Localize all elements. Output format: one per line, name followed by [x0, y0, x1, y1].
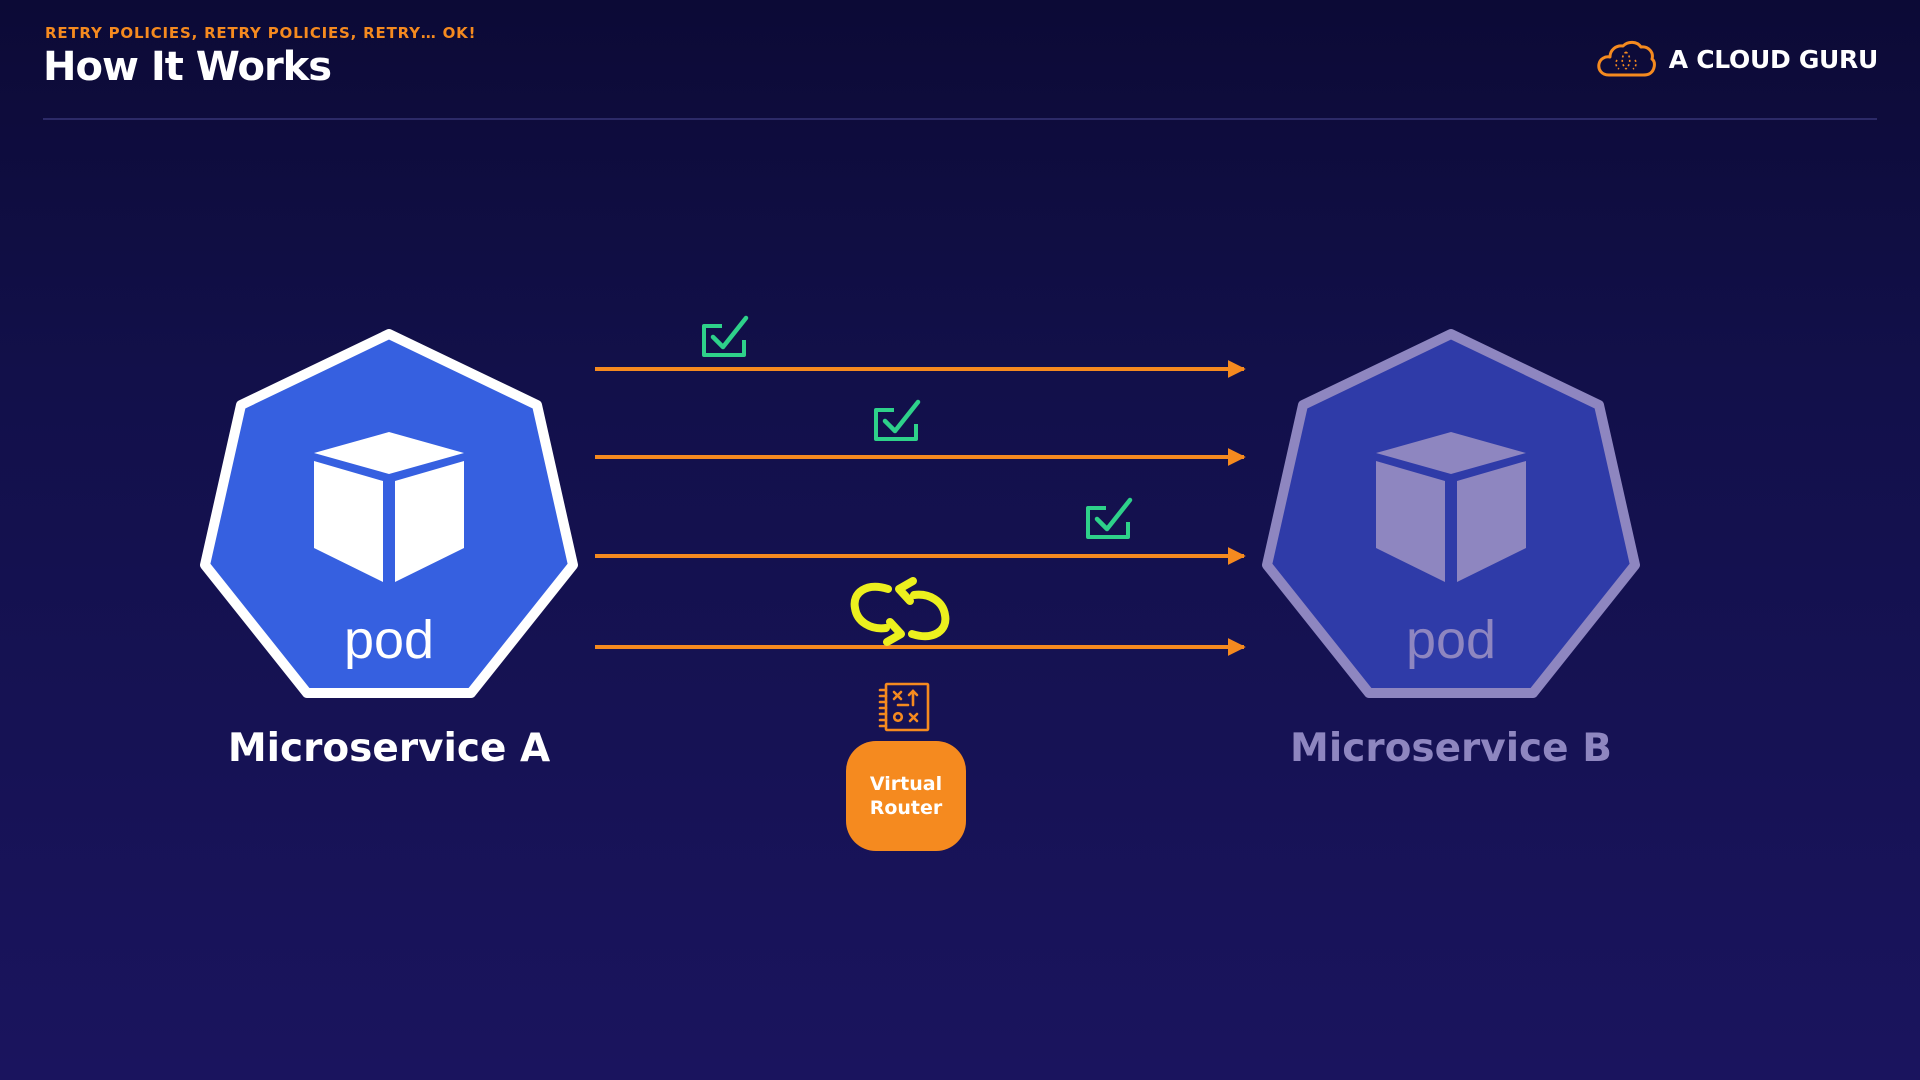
- slide-kicker: RETRY POLICIES, RETRY POLICIES, RETRY… O…: [45, 24, 477, 42]
- microservice-b-pod: pod: [1262, 329, 1640, 698]
- check-icon: [874, 399, 921, 441]
- microservice-a-pod: pod: [200, 329, 578, 698]
- microservice-a-label: Microservice A: [227, 726, 551, 771]
- brand-name: A CLOUD GURU: [1668, 44, 1879, 74]
- check-icon: [702, 315, 749, 357]
- brand-logo: A CLOUD GURU: [1595, 38, 1878, 80]
- slide-title: How It Works: [43, 44, 332, 90]
- router-label-line2: Router: [869, 797, 943, 819]
- cloud-icon: [1597, 40, 1656, 77]
- header-divider: [43, 118, 1877, 120]
- pod-cube-icon: [1376, 432, 1526, 582]
- pod-label-b: pod: [1406, 610, 1496, 670]
- router-label-line1: Virtual: [869, 773, 943, 795]
- request-arrows: [595, 360, 1246, 656]
- virtual-router-box: Virtual Router: [846, 741, 966, 851]
- check-icon: [1086, 497, 1133, 539]
- router-icon: [878, 682, 930, 732]
- pod-cube-icon: [314, 432, 464, 582]
- microservice-b-label: Microservice B: [1290, 726, 1612, 771]
- retry-icon: [850, 577, 950, 646]
- pod-label-a: pod: [344, 610, 434, 670]
